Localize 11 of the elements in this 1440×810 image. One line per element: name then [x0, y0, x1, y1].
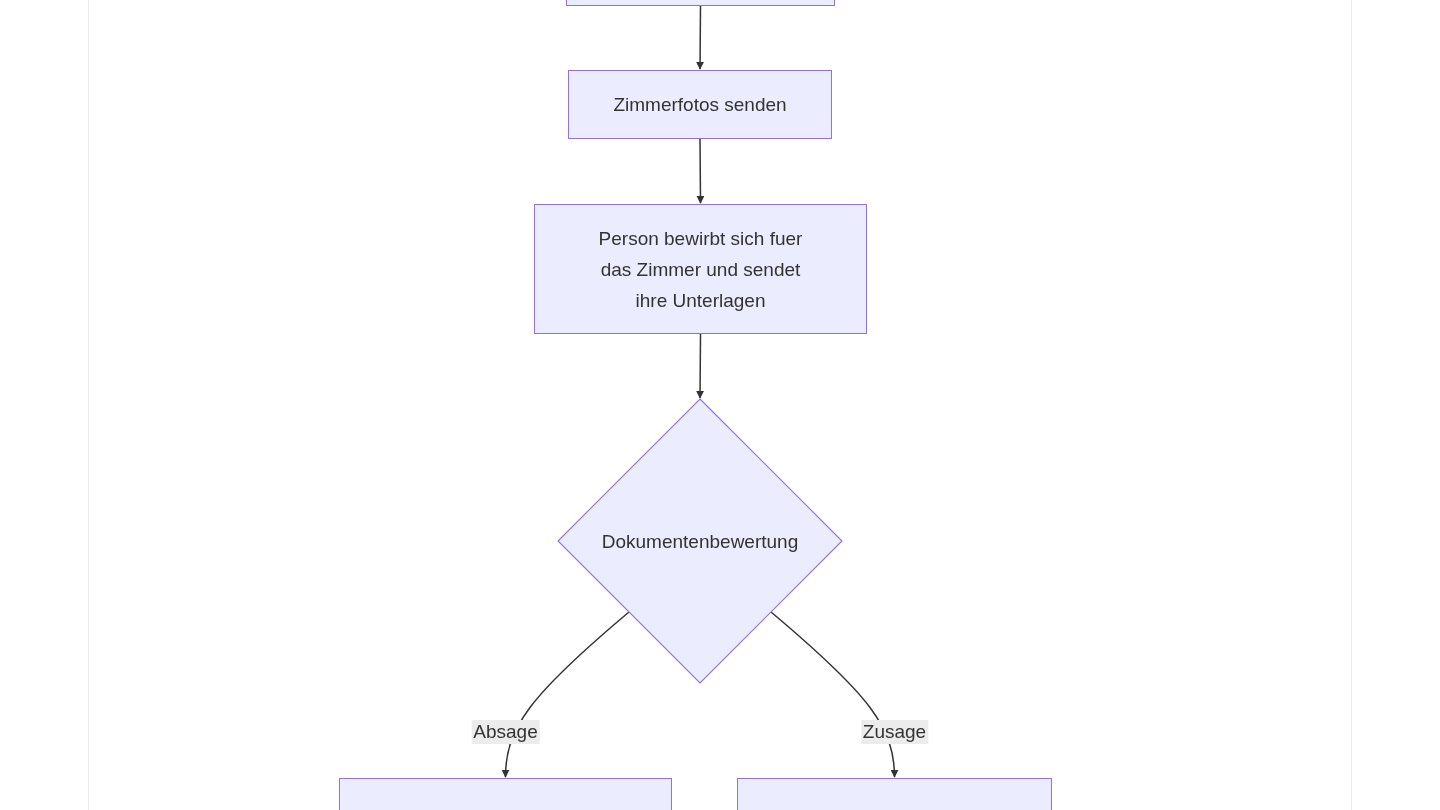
node-label: Person bewirbt sich fuer das Zimmer und sendet ihre Unterlagen [597, 226, 804, 313]
process-box [534, 204, 867, 334]
node-label: Zimmerfotos senden [613, 93, 787, 117]
process-box [568, 70, 832, 139]
edge-label: Absage [471, 720, 540, 744]
edge-label: Zusage [860, 720, 929, 744]
arrow [696, 5, 705, 70]
arrow [696, 333, 705, 399]
decision-diamond [558, 399, 842, 683]
node-label: Dokumentenbewertung [601, 529, 799, 554]
arrow [696, 138, 705, 204]
